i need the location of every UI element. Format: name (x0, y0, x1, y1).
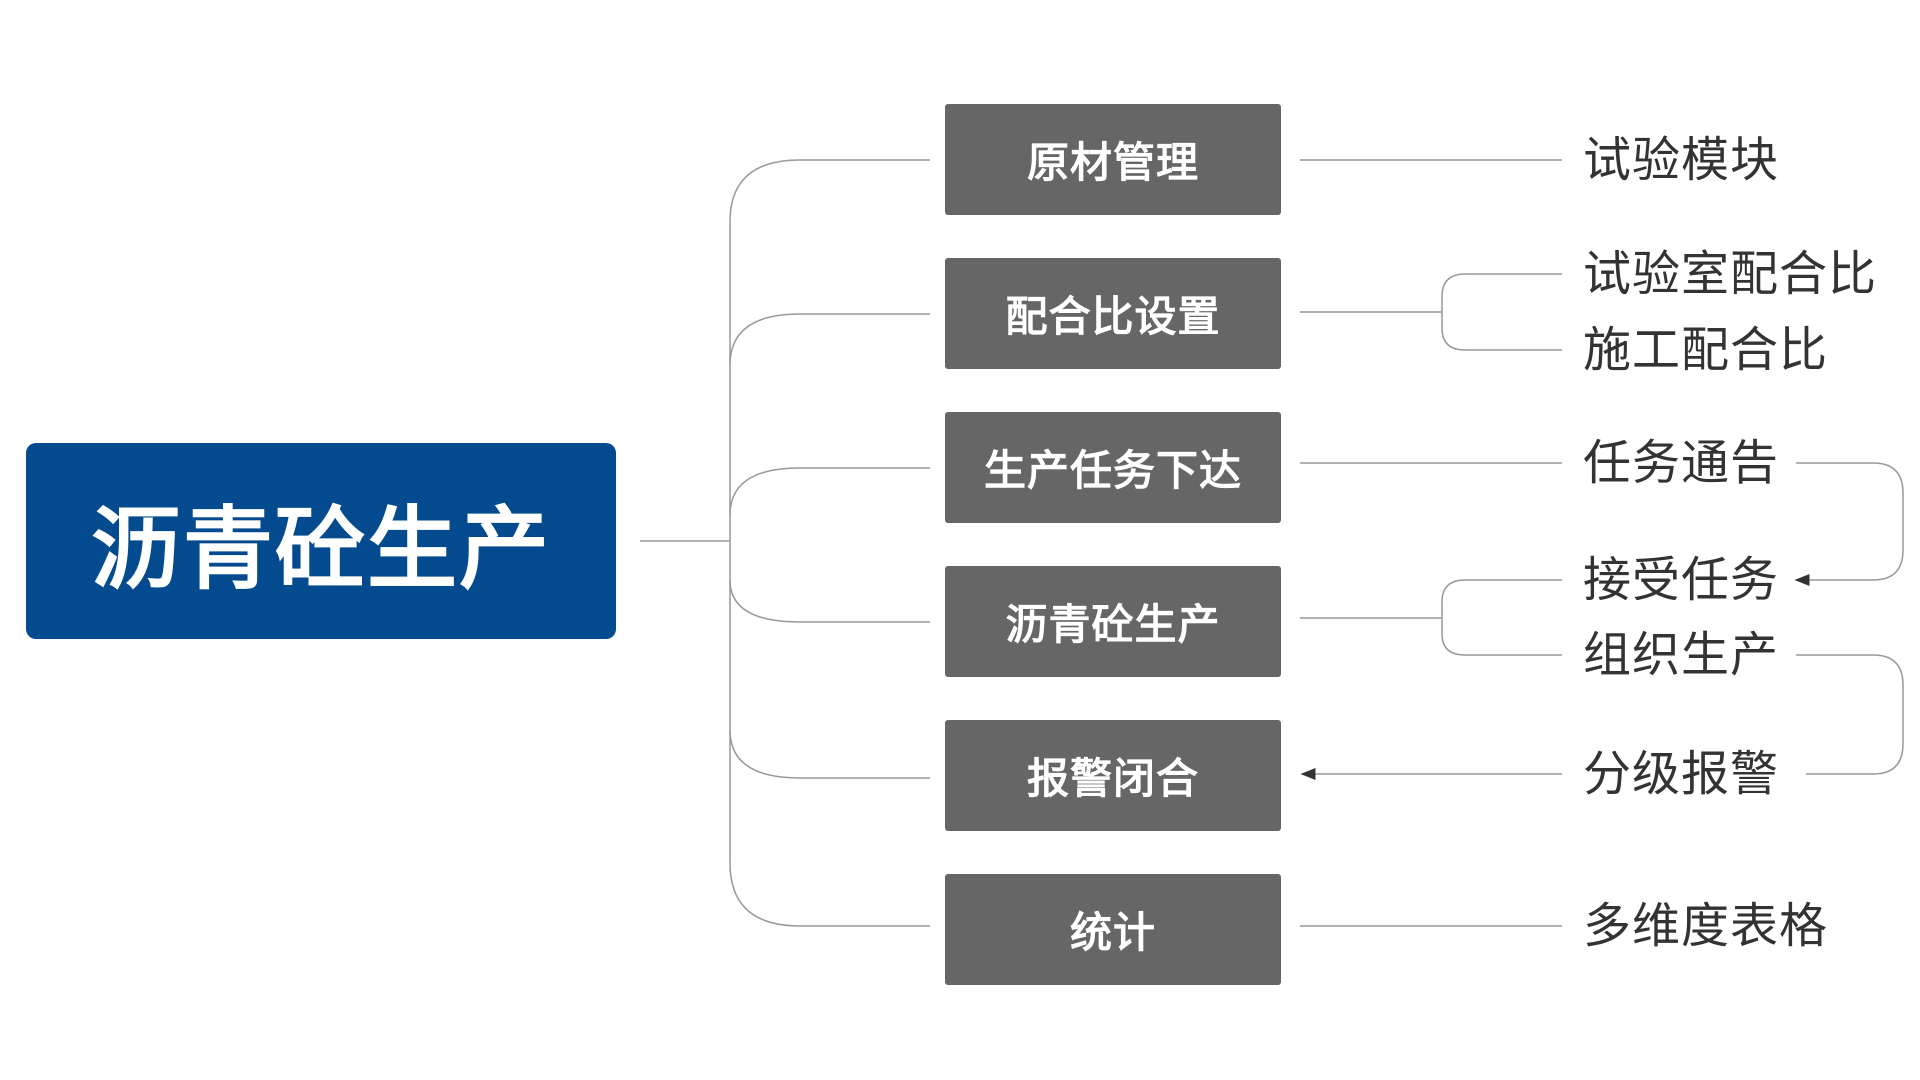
branch-node-label: 报警闭合 (1026, 754, 1199, 803)
branch-node-label: 沥青砼生产 (1005, 600, 1221, 649)
branch-node-label: 生产任务下达 (983, 446, 1242, 495)
root-node: 沥青砼生产 (26, 443, 616, 639)
leaf-construction-mix-ratio: 施工配合比 (1583, 322, 1829, 378)
branch-node-statistics: 统计 (945, 874, 1281, 985)
branch-connector-5 (729, 729, 930, 779)
branch-connector-2 (729, 313, 930, 366)
leaf-task-notice: 任务通告 (1583, 435, 1780, 491)
loop-organize-to-alarm (1796, 654, 1904, 775)
leaf-accept-task: 接受任务 (1583, 552, 1780, 608)
branch-node-materials: 原材管理 (945, 104, 1281, 215)
branch-node-label: 原材管理 (1026, 138, 1199, 187)
branch-connector-1 (729, 159, 930, 223)
loop-task-notice-to-accept (1794, 462, 1904, 586)
leaf-connector-4 (1300, 579, 1562, 656)
branch-node-task-dispatch: 生产任务下达 (945, 412, 1281, 523)
root-node-label: 沥青砼生产 (91, 497, 551, 602)
leaf-test-module: 试验模块 (1583, 132, 1780, 188)
leaf-connector-2 (1300, 273, 1562, 351)
leaf-lab-mix-ratio: 试验室配合比 (1583, 246, 1878, 302)
leaf-graded-alarm: 分级报警 (1583, 746, 1780, 802)
branch-node-mix-ratio: 配合比设置 (945, 258, 1281, 369)
branch-node-label: 配合比设置 (1005, 292, 1221, 341)
branch-connector-4 (729, 579, 930, 623)
leaf-organize-production: 组织生产 (1583, 627, 1780, 683)
leaf-multi-dim-table: 多维度表格 (1583, 898, 1829, 954)
branch-connector-3 (729, 467, 930, 516)
branch-node-label: 统计 (1069, 908, 1156, 957)
branch-connector-6 (729, 862, 930, 927)
branch-node-alarm-close: 报警闭合 (945, 720, 1281, 831)
branch-node-production: 沥青砼生产 (945, 566, 1281, 677)
